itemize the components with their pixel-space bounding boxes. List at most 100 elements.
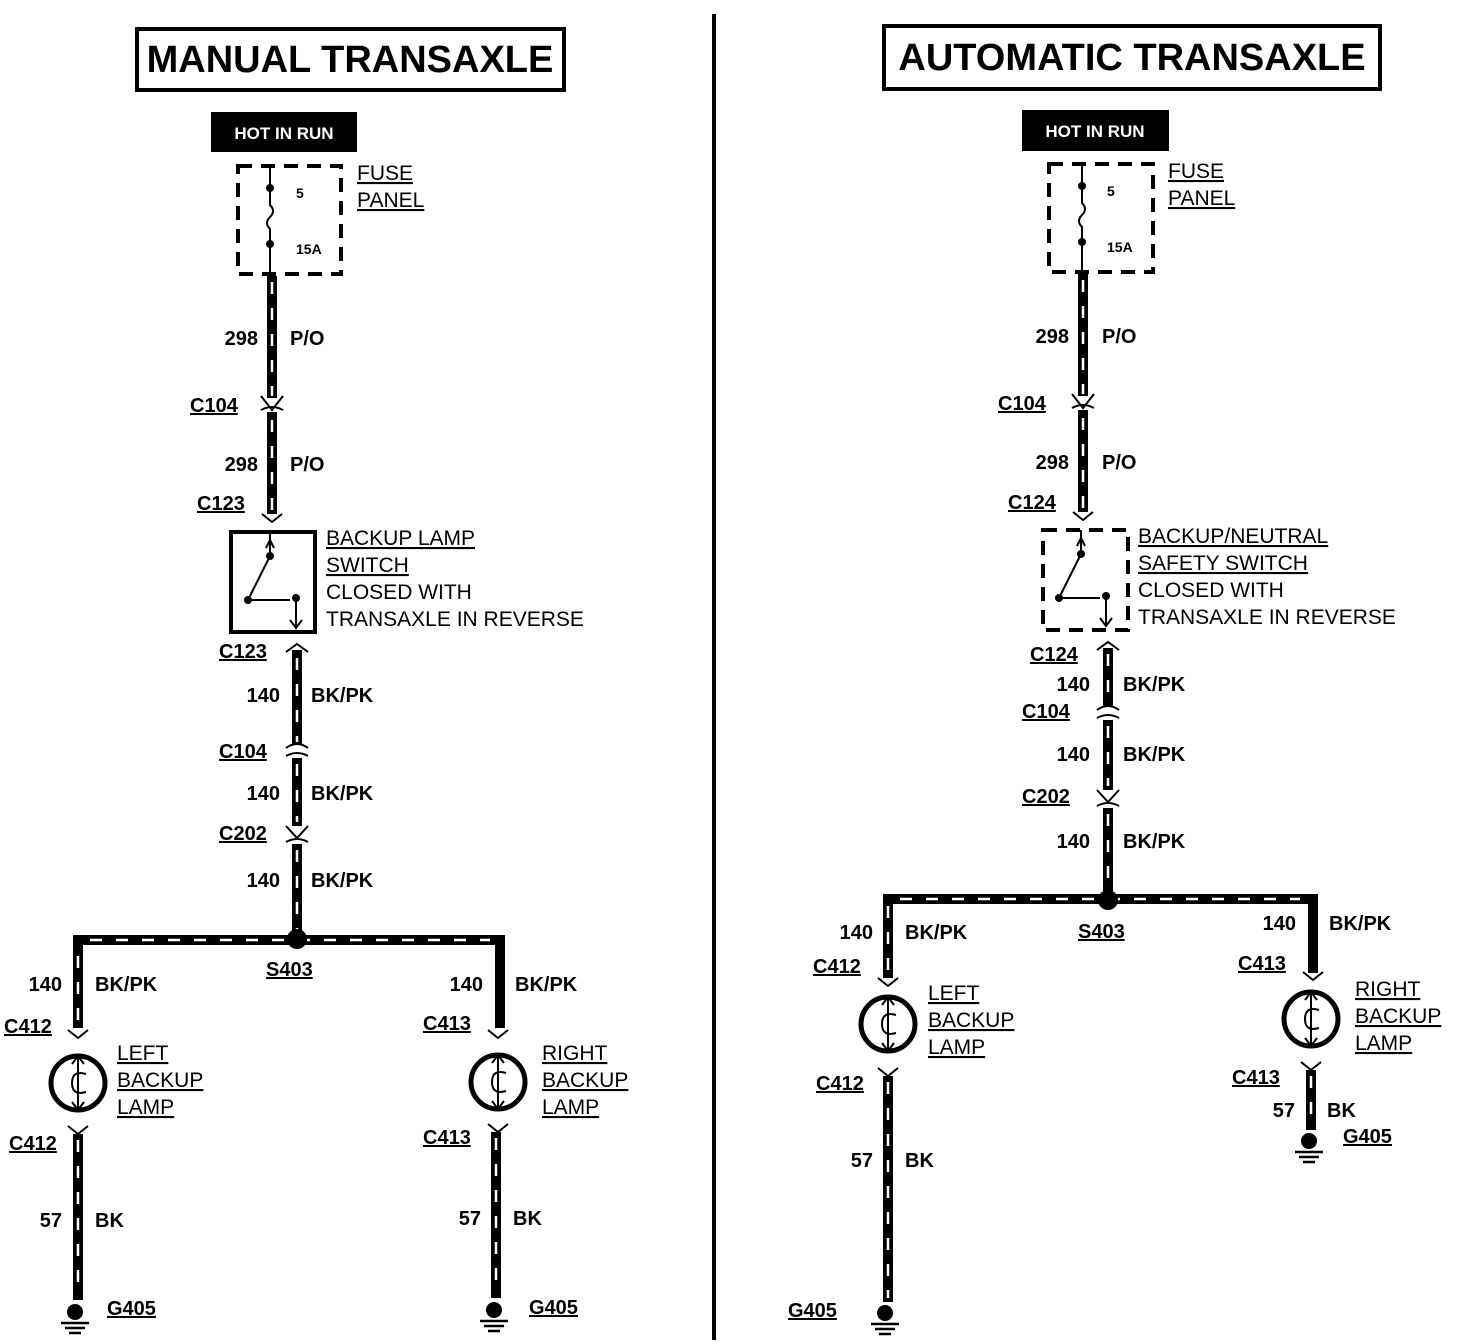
automatic-switch-line4: TRANSAXLE IN REVERSE — [1138, 606, 1396, 629]
automatic-left-gwire-color: BK — [905, 1150, 934, 1172]
automatic-fuse-panel-box — [1047, 162, 1155, 274]
automatic-fuse-icon — [1078, 186, 1086, 242]
automatic-right-gwire-num: 57 — [1273, 1100, 1295, 1122]
automatic-fuse-label-1: FUSE — [1168, 160, 1224, 183]
manual-left-ground-icon — [61, 1304, 89, 1335]
manual-fuse-number: 5 — [296, 185, 304, 201]
automatic-switch-line1: BACKUP/NEUTRAL — [1138, 525, 1328, 548]
manual-c202-connector — [285, 825, 309, 843]
manual-wire5-color: BK/PK — [311, 870, 374, 892]
automatic-c124-bottom-label: C124 — [1030, 644, 1079, 666]
manual-right-conn-bot: C413 — [423, 1127, 471, 1149]
manual-switch-line3: CLOSED WITH — [326, 581, 472, 604]
manual-right-lamp-1: RIGHT — [542, 1042, 608, 1065]
automatic-wire2-num: 298 — [1036, 452, 1069, 474]
automatic-right-ground-label: G405 — [1343, 1126, 1392, 1148]
automatic-wire3-color: BK/PK — [1123, 674, 1186, 696]
automatic-fuse-rating: 15A — [1107, 239, 1133, 255]
manual-switch-contact-icon — [247, 532, 303, 630]
automatic-fuse-label-2: PANEL — [1168, 187, 1235, 210]
manual-backup-lamp-switch-box — [229, 530, 317, 634]
manual-switch-line4: TRANSAXLE IN REVERSE — [326, 608, 584, 631]
automatic-c202-label: C202 — [1022, 786, 1070, 808]
manual-wire2-color: P/O — [290, 454, 324, 476]
automatic-title: AUTOMATIC TRANSAXLE — [898, 37, 1365, 79]
automatic-wire2-color: P/O — [1102, 452, 1136, 474]
manual-wire1-color: P/O — [290, 328, 324, 350]
automatic-title-box — [882, 24, 1382, 91]
automatic-wire1-num: 298 — [1036, 326, 1069, 348]
automatic-switch-contact-icon — [1058, 530, 1113, 628]
automatic-left-lamp-2: BACKUP — [928, 1009, 1014, 1032]
manual-right-wire-num: 140 — [450, 974, 483, 996]
automatic-wire3-num: 140 — [1057, 674, 1090, 696]
automatic-wire4-color: BK/PK — [1123, 744, 1186, 766]
manual-left-wire-color: BK/PK — [95, 974, 158, 996]
manual-wire4-color: BK/PK — [311, 783, 374, 805]
manual-c104-mid-connector — [285, 743, 309, 757]
manual-title: MANUAL TRANSAXLE — [147, 39, 554, 81]
automatic-left-wire-color: BK/PK — [905, 922, 968, 944]
manual-wire3-color: BK/PK — [311, 685, 374, 707]
automatic-left-lamp-3: LAMP — [928, 1036, 985, 1059]
manual-splice-s403-node — [287, 929, 307, 949]
manual-switch-line1: BACKUP LAMP — [326, 527, 475, 550]
manual-right-lamp-3: LAMP — [542, 1096, 599, 1119]
automatic-switch-line2: SAFETY SWITCH — [1138, 552, 1308, 575]
automatic-left-conn-bot: C412 — [816, 1073, 864, 1095]
automatic-splice-label: S403 — [1078, 921, 1125, 943]
automatic-c104-mid-connector — [1096, 705, 1120, 719]
automatic-right-wire-color: BK/PK — [1329, 913, 1392, 935]
manual-wire2-num: 298 — [225, 454, 258, 476]
automatic-c202-connector — [1096, 789, 1120, 807]
automatic-c104-mid-label: C104 — [1022, 701, 1071, 723]
manual-fuse-panel-box — [236, 164, 343, 276]
manual-left-lamp-1: LEFT — [117, 1042, 169, 1065]
manual-wire1-num: 298 — [225, 328, 258, 350]
manual-c202-label: C202 — [219, 823, 267, 845]
manual-transaxle-panel: MANUAL TRANSAXLE HOT IN RUN 5 15A FUSE P… — [4, 27, 628, 1335]
automatic-left-wire-num: 140 — [840, 922, 873, 944]
manual-fuse-rating: 15A — [296, 241, 322, 257]
manual-c104-connector — [260, 395, 284, 412]
manual-splice-label: S403 — [266, 959, 313, 981]
manual-fuse-icon — [266, 188, 274, 244]
automatic-splice-s403-node — [1098, 890, 1118, 910]
manual-left-gwire-num: 57 — [40, 1210, 62, 1232]
automatic-c124-top-label: C124 — [1008, 492, 1057, 514]
manual-c123-bottom-label: C123 — [219, 641, 267, 663]
manual-left-lamp-3: LAMP — [117, 1096, 174, 1119]
automatic-wire4-num: 140 — [1057, 744, 1090, 766]
manual-wire5-num: 140 — [247, 870, 280, 892]
manual-wire3-num: 140 — [247, 685, 280, 707]
automatic-hot-in-run-label: HOT IN RUN — [1045, 122, 1144, 141]
manual-c104-mid-label: C104 — [219, 741, 268, 763]
automatic-hot-in-run-badge — [1022, 110, 1169, 151]
automatic-left-conn-top: C412 — [813, 956, 861, 978]
automatic-right-gwire-color: BK — [1327, 1100, 1356, 1122]
manual-title-box — [135, 27, 566, 92]
manual-left-gwire-color: BK — [95, 1210, 124, 1232]
automatic-wire5-color: BK/PK — [1123, 831, 1186, 853]
automatic-right-conn-bot: C413 — [1232, 1067, 1280, 1089]
manual-hot-in-run-badge — [211, 112, 357, 152]
automatic-c104-connector — [1071, 393, 1095, 410]
automatic-wire5-num: 140 — [1057, 831, 1090, 853]
automatic-transaxle-panel: AUTOMATIC TRANSAXLE HOT IN RUN 5 15A FUS… — [788, 24, 1441, 1336]
manual-switch-line2: SWITCH — [326, 554, 409, 577]
manual-right-gwire-num: 57 — [459, 1208, 481, 1230]
manual-hot-in-run-label: HOT IN RUN — [234, 124, 333, 143]
automatic-right-lamp-2: BACKUP — [1355, 1005, 1441, 1028]
manual-fuse-label-1: FUSE — [357, 162, 413, 185]
manual-wire4-num: 140 — [247, 783, 280, 805]
automatic-c104-top-label: C104 — [998, 393, 1047, 415]
automatic-right-wire-num: 140 — [1263, 913, 1296, 935]
automatic-right-ground-icon — [1295, 1133, 1323, 1164]
automatic-right-lamp-3: LAMP — [1355, 1032, 1412, 1055]
automatic-left-gwire-num: 57 — [851, 1150, 873, 1172]
manual-c104-top-label: C104 — [190, 395, 239, 417]
manual-right-wire-color: BK/PK — [515, 974, 578, 996]
automatic-left-lamp-1: LEFT — [928, 982, 980, 1005]
automatic-left-ground-label: G405 — [788, 1300, 837, 1322]
